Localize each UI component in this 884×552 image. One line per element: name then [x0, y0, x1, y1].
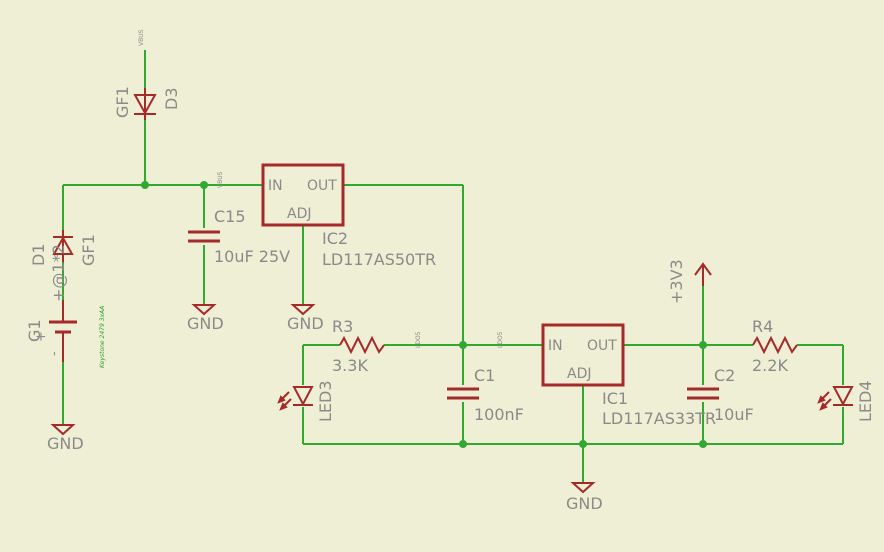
label-g1: G1	[25, 319, 44, 342]
ic1-pin-out: OUT	[587, 338, 617, 354]
led4-symbol	[817, 386, 854, 411]
net-ldo5-b: LDO5	[497, 331, 504, 348]
label-c1-value: 100nF	[474, 405, 524, 424]
label-gnd-bottom: GND	[566, 494, 603, 513]
label-c15-value: 10uF 25V	[214, 247, 290, 266]
ic1-pin-in: IN	[548, 338, 563, 354]
supply-arrow-3v3	[694, 262, 712, 286]
junction-dot	[579, 440, 587, 448]
capacitor-c2	[687, 387, 719, 400]
junction-dot	[141, 181, 149, 189]
label-ic2: IC2	[322, 229, 348, 248]
label-r4-value: 2.2K	[752, 356, 788, 375]
ground-symbol	[290, 304, 316, 316]
ground-symbol	[570, 482, 596, 494]
label-keystone: Keystone 2479 3xAA	[99, 306, 106, 368]
resistor-r3	[339, 335, 385, 355]
battery-plus: +	[34, 331, 49, 342]
label-r3: R3	[332, 317, 353, 336]
led3-symbol	[277, 386, 314, 411]
label-r3-value: 3.3K	[332, 356, 368, 375]
label-3v3: +3V3	[667, 259, 686, 304]
ic2-pin-adj: ADJ	[287, 206, 312, 222]
label-ic2-value: LD117AS50TR	[322, 250, 436, 269]
label-d3: D3	[162, 88, 181, 111]
label-led3: LED3	[316, 380, 335, 422]
junction-dot	[200, 181, 208, 189]
label-d1: D1	[29, 244, 48, 267]
diode-d1	[52, 230, 74, 262]
junction-dot	[699, 440, 707, 448]
capacitor-c15	[188, 230, 220, 243]
net-vbus-mid: VBUS	[217, 171, 224, 188]
diode-d3	[133, 88, 157, 120]
label-gf1-left: GF1	[79, 234, 98, 266]
regulator-ic2	[261, 163, 345, 227]
label-led4: LED4	[856, 380, 875, 422]
resistor-r4	[752, 335, 798, 355]
ic2-pin-in: IN	[268, 178, 283, 194]
label-c2-value: 10uF	[714, 405, 754, 424]
label-gnd-ic2: GND	[287, 314, 324, 333]
label-ic1-value: LD117AS33TR	[602, 409, 716, 428]
junction-dot	[459, 440, 467, 448]
battery-minus: -	[47, 351, 62, 356]
ground-symbol	[50, 424, 76, 436]
label-c15: C15	[214, 207, 246, 226]
label-ic1: IC1	[602, 389, 628, 408]
capacitor-c1	[447, 387, 479, 400]
label-gf1-top: GF1	[113, 86, 132, 118]
junction-dot	[699, 341, 707, 349]
label-g1-value: +@1*2	[49, 244, 68, 302]
net-ldo5-a: LDO5	[415, 331, 422, 348]
label-r4: R4	[752, 317, 773, 336]
battery-g1	[49, 300, 77, 362]
label-gnd-c15: GND	[187, 314, 224, 333]
label-c1: C1	[474, 366, 495, 385]
junction-dot	[459, 341, 467, 349]
net-vbus-top: VBUS	[138, 29, 145, 46]
label-c2: C2	[714, 366, 735, 385]
regulator-ic1	[541, 323, 625, 387]
label-gnd-battery: GND	[47, 434, 84, 453]
junction-dots	[141, 181, 707, 448]
ground-symbol	[191, 304, 217, 316]
ic1-pin-adj: ADJ	[567, 366, 592, 382]
ic2-pin-out: OUT	[307, 178, 337, 194]
